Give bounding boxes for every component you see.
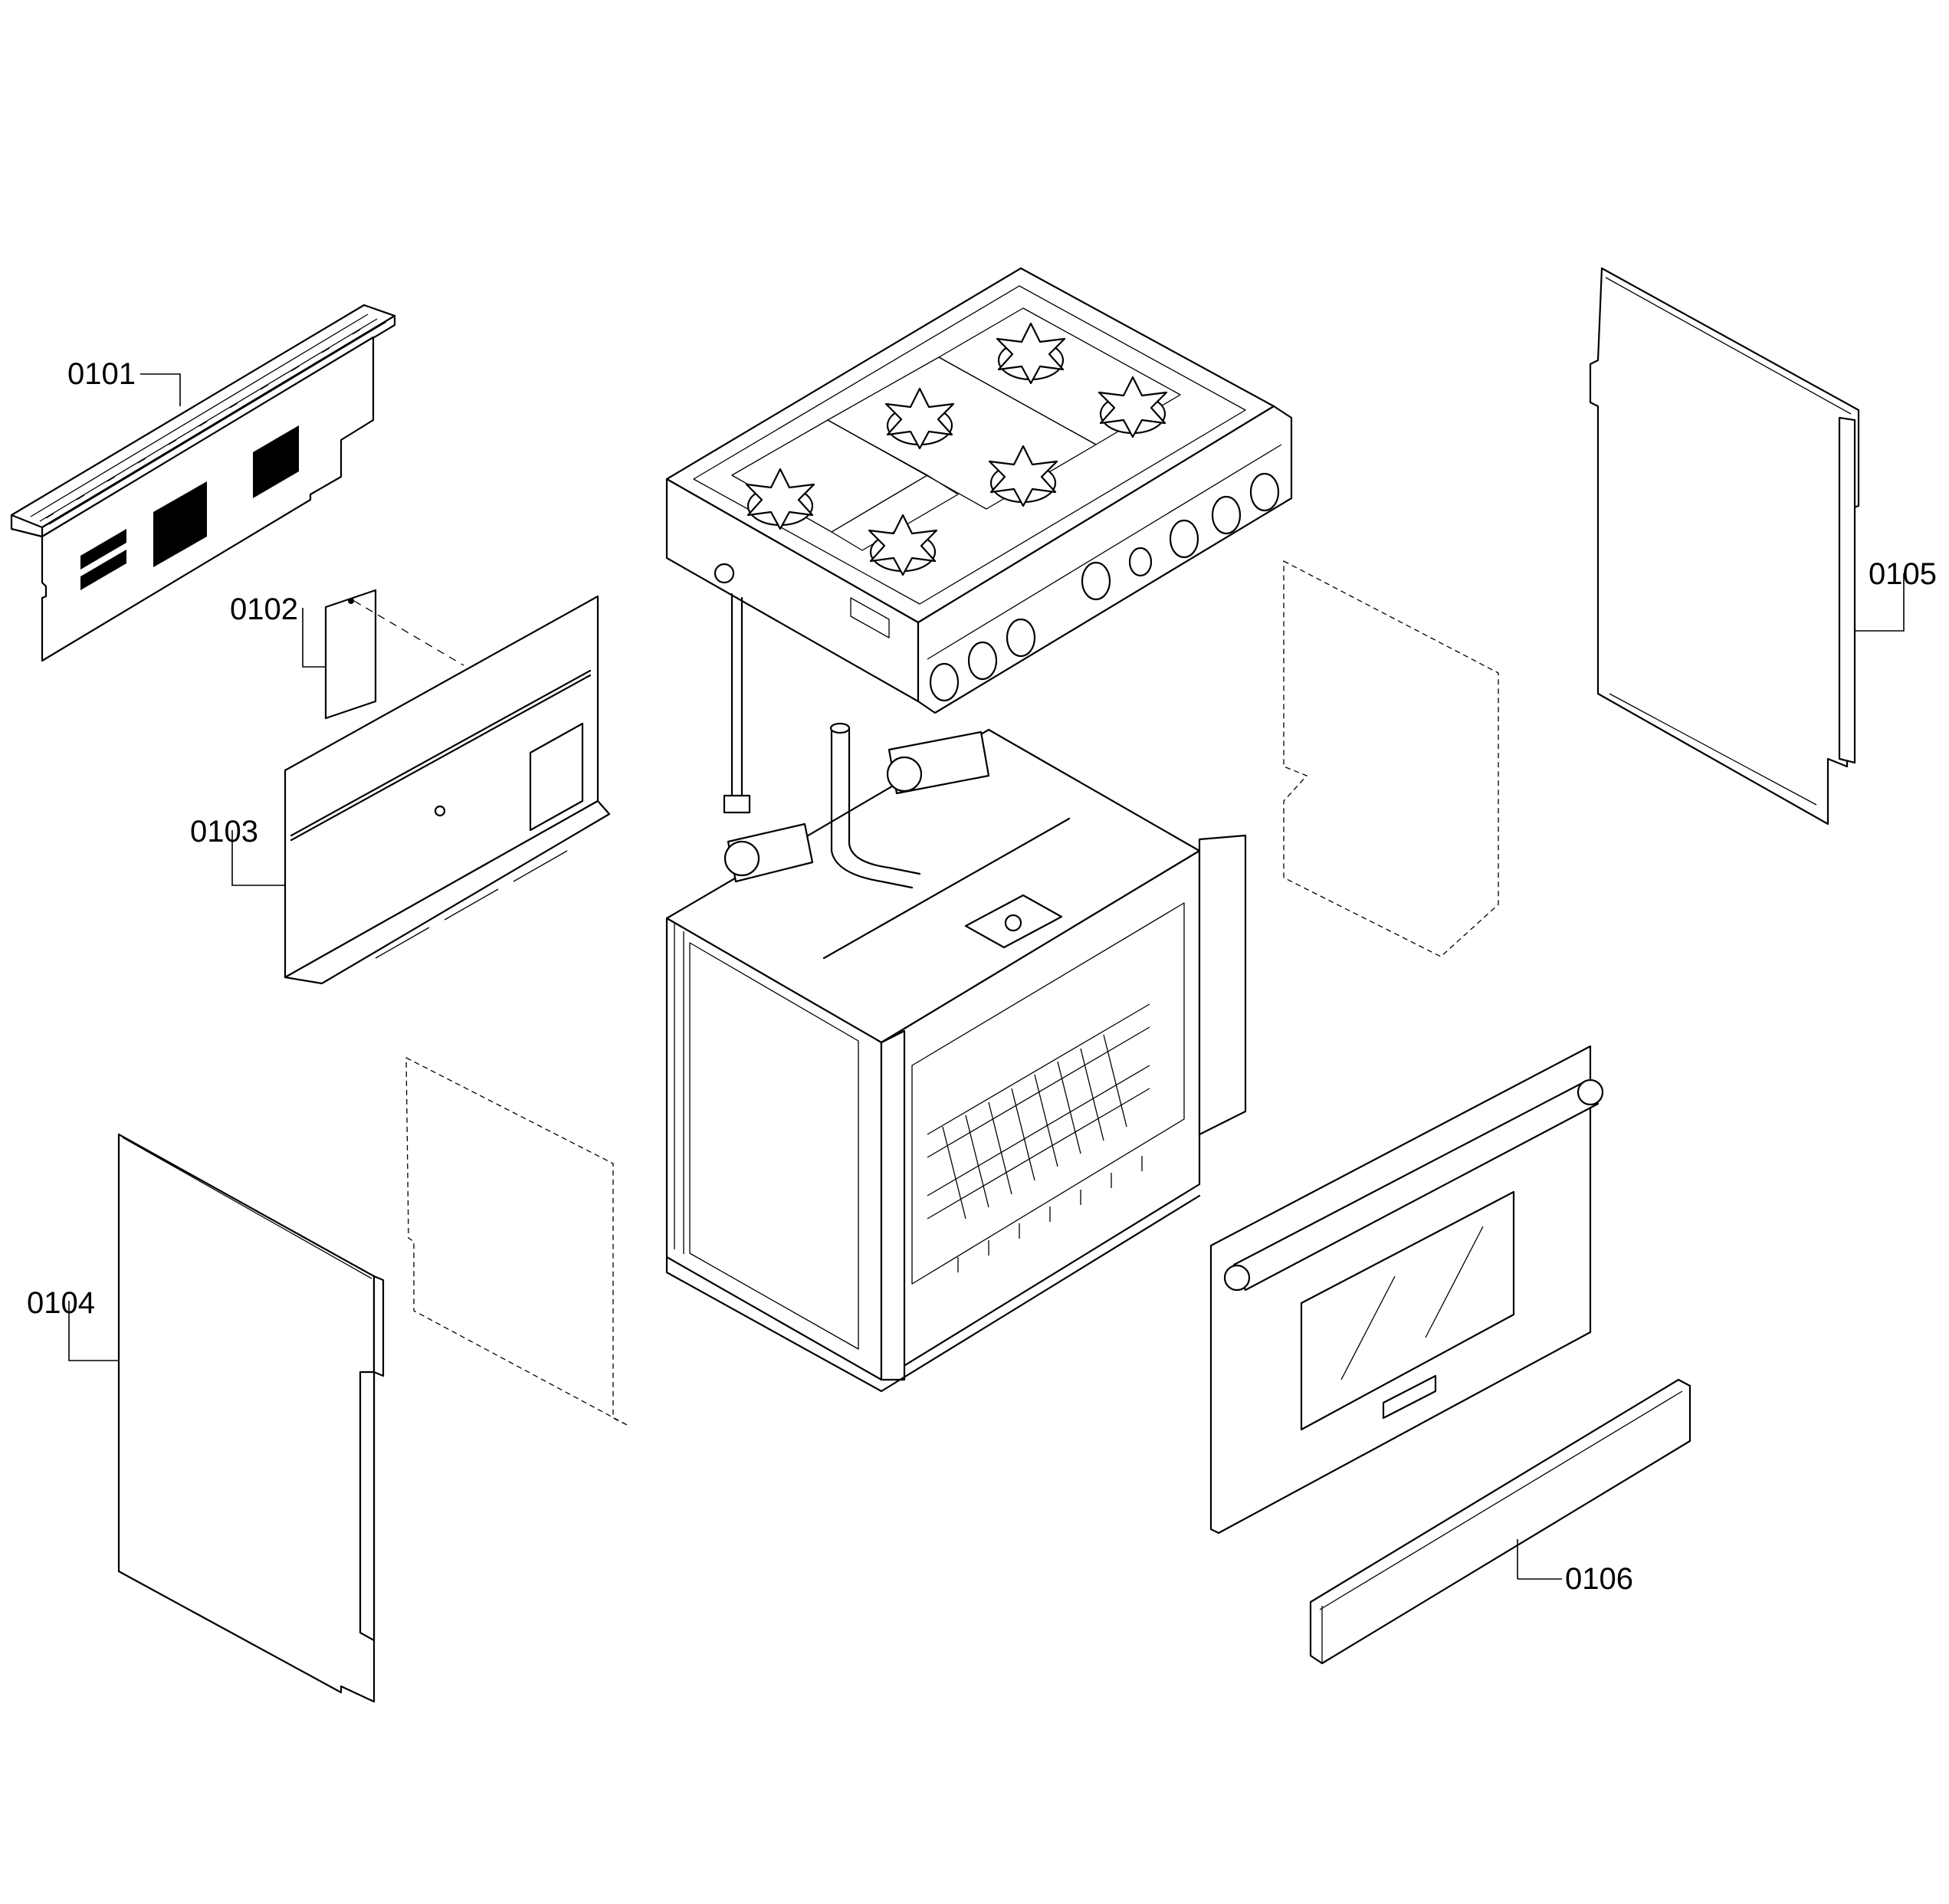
part-0101-vent-panel (10, 304, 396, 662)
burner-rear-right (1098, 376, 1168, 438)
burner-front-left (745, 468, 815, 530)
oven-lower-vents (957, 1156, 1143, 1272)
gas-pipe (723, 593, 751, 814)
vent-slots-top (30, 314, 387, 525)
inner-right-side-panel (1283, 560, 1499, 957)
leader-lines (68, 373, 1905, 1580)
label-0106: 0106 (1565, 1562, 1633, 1596)
control-knobs (929, 472, 1280, 702)
burner-mid-left (884, 387, 955, 450)
part-0103-rear-panel (284, 595, 611, 985)
label-0102: 0102 (230, 593, 298, 626)
burner-front-right (868, 514, 938, 576)
oven-racks (927, 1003, 1150, 1220)
part-0106-drawer-front (1309, 1378, 1691, 1665)
vent-grilles (80, 425, 299, 590)
label-0104: 0104 (27, 1286, 95, 1320)
oven-body (665, 722, 1247, 1393)
burner-rear-left (996, 322, 1066, 385)
label-0105: 0105 (1869, 557, 1937, 591)
convection-fan-right (886, 730, 990, 795)
oven-door (1209, 1045, 1604, 1535)
convection-fan-left (723, 822, 814, 883)
label-0103: 0103 (190, 815, 258, 849)
part-0102-cover-plate (324, 589, 464, 720)
part-labels: 0101 0102 0103 0104 0105 0106 (27, 357, 1937, 1596)
part-0104-left-side-panel (117, 1133, 385, 1703)
part-0105-right-side-panel (1589, 267, 1860, 826)
burner-mid-right (988, 445, 1058, 507)
inner-left-side-panel (405, 1057, 629, 1426)
cooktop-assembly (665, 267, 1293, 714)
label-0101: 0101 (67, 357, 136, 391)
